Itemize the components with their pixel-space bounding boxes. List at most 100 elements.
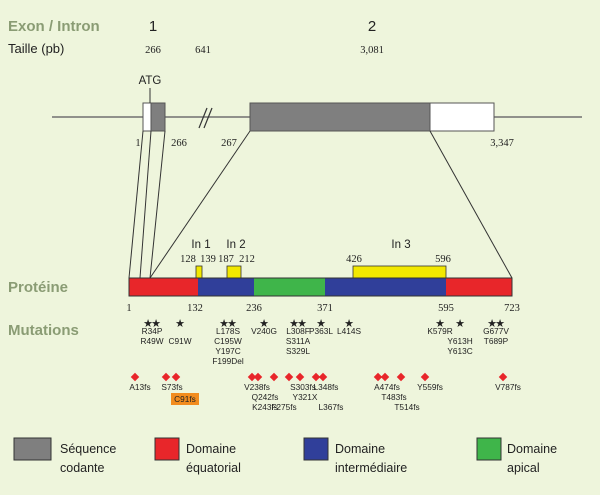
- legend-apical-line2: apical: [507, 461, 540, 475]
- frameshift-marker: [161, 372, 171, 382]
- c91fs-highlight: [171, 393, 199, 405]
- exon-2-coding: [249, 102, 431, 132]
- insert-3-box: [352, 265, 447, 279]
- missense-label: R34P: [142, 326, 163, 336]
- missense-label: Y613H: [447, 336, 472, 346]
- intron-break-mark-2: [203, 107, 213, 129]
- missense-label: L414S: [337, 326, 361, 336]
- legend-swatch-equatorial: [154, 437, 180, 461]
- exon-2-utr: [429, 102, 495, 132]
- missense-label: S329L: [286, 346, 310, 356]
- missense-label: S311A: [286, 336, 311, 346]
- legend-equatorial-line2: équatorial: [186, 461, 241, 475]
- frameshift-marker: [295, 372, 305, 382]
- insert-3-start: 426: [346, 254, 362, 265]
- protein-tick-236: 236: [246, 303, 262, 314]
- frameshift-marker: [247, 372, 257, 382]
- mutation-star: ★: [495, 317, 505, 330]
- mutation-star: ★: [143, 317, 153, 330]
- mutation-star: ★: [175, 317, 185, 330]
- insert-1-start: 128: [180, 254, 196, 265]
- protein-tick-132: 132: [187, 303, 203, 314]
- mutation-star: ★: [297, 317, 307, 330]
- missense-label: T689P: [484, 336, 509, 346]
- frameshift-marker: [318, 372, 328, 382]
- legend-swatch-coding: [13, 437, 52, 461]
- legend-swatch-intermediate: [303, 437, 329, 461]
- frameshift-label: V787fs: [495, 382, 521, 392]
- frameshift-label: S303fs: [290, 382, 316, 392]
- missense-label: L178S: [216, 326, 240, 336]
- atg-label: ATG: [139, 75, 162, 87]
- frameshift-label: T483fs: [381, 392, 406, 402]
- missense-label: Y197C: [215, 346, 240, 356]
- legend-coding-line1: Séquence: [60, 442, 116, 456]
- domain-equatorial-4: [446, 278, 512, 296]
- mutation-star: ★: [316, 317, 326, 330]
- size-header: Taille (pb): [8, 41, 64, 56]
- mutation-star: ★: [455, 317, 465, 330]
- gene-pos-1: 1: [135, 138, 140, 149]
- exon-intron-header: Exon / Intron: [8, 18, 100, 35]
- exon-1-utr: [142, 102, 152, 132]
- exon-1-coding: [150, 102, 166, 132]
- frameshift-marker: [373, 372, 383, 382]
- frameshift-label: Y559fs: [417, 382, 443, 392]
- mutation-star: ★: [259, 317, 269, 330]
- exon-1-size: 266: [145, 45, 161, 56]
- legend-equatorial-line1: Domaine: [186, 442, 236, 456]
- mutation-star: ★: [487, 317, 497, 330]
- frameshift-label: Y321X: [293, 392, 318, 402]
- mutation-star: ★: [435, 317, 445, 330]
- insert-1-box: [195, 265, 203, 279]
- frameshift-label: L348fs: [314, 382, 339, 392]
- exon-2-label: 2: [368, 18, 376, 35]
- gene-pos-266: 266: [171, 138, 187, 149]
- frameshift-label: Q242fs: [252, 392, 279, 402]
- projection-line: [429, 130, 513, 279]
- projection-line: [149, 130, 166, 279]
- missense-label: P363L: [309, 326, 333, 336]
- gene-pos-3347: 3,347: [490, 138, 514, 149]
- frameshift-marker: [498, 372, 508, 382]
- domain-intermediate-1: [198, 278, 254, 296]
- frameshift-marker: [171, 372, 181, 382]
- frameshift-label: A13fs: [129, 382, 150, 392]
- mutations-header: Mutations: [8, 322, 79, 339]
- frameshift-label: A474fs: [374, 382, 400, 392]
- missense-mutations: ★★R34PR49W★C91W★★L178SC195WY197CF199Del★…: [140, 317, 509, 366]
- frameshift-marker: [311, 372, 321, 382]
- frameshift-marker: [284, 372, 294, 382]
- insert-1-label: In 1: [191, 239, 210, 251]
- exon-1-label: 1: [149, 18, 157, 35]
- missense-label: R49W: [140, 336, 163, 346]
- insert-1-end: 139: [200, 254, 216, 265]
- frameshift-marker: [269, 372, 279, 382]
- mutation-star: ★: [151, 317, 161, 330]
- projection-line: [139, 130, 152, 279]
- frameshift-label: T514fs: [394, 402, 419, 412]
- frameshift-marker: [253, 372, 263, 382]
- insert-2-box: [226, 265, 242, 279]
- frameshift-marker: [420, 372, 430, 382]
- missense-label: C91W: [168, 336, 191, 346]
- insert-3-label: In 3: [391, 239, 410, 251]
- projection-line: [128, 130, 144, 279]
- missense-label: L308F: [286, 326, 310, 336]
- projection-line: [149, 130, 251, 279]
- legend-coding-line2: codante: [60, 461, 105, 475]
- domain-intermediate-3: [325, 278, 446, 296]
- protein-tick-723: 723: [504, 303, 520, 314]
- frameshift-label: V238fs: [244, 382, 270, 392]
- frameshift-label: C91fs: [174, 394, 196, 404]
- insert-3-end: 596: [435, 254, 451, 265]
- frameshift-label: K243fs: [252, 402, 278, 412]
- legend-intermediate-line1: Domaine: [335, 442, 385, 456]
- missense-label: G677V: [483, 326, 509, 336]
- legend-apical-line1: Domaine: [507, 442, 557, 456]
- frameshift-label: F275fs: [271, 402, 296, 412]
- missense-label: Y613C: [447, 346, 472, 356]
- legend-intermediate-line2: intermédiaire: [335, 461, 407, 475]
